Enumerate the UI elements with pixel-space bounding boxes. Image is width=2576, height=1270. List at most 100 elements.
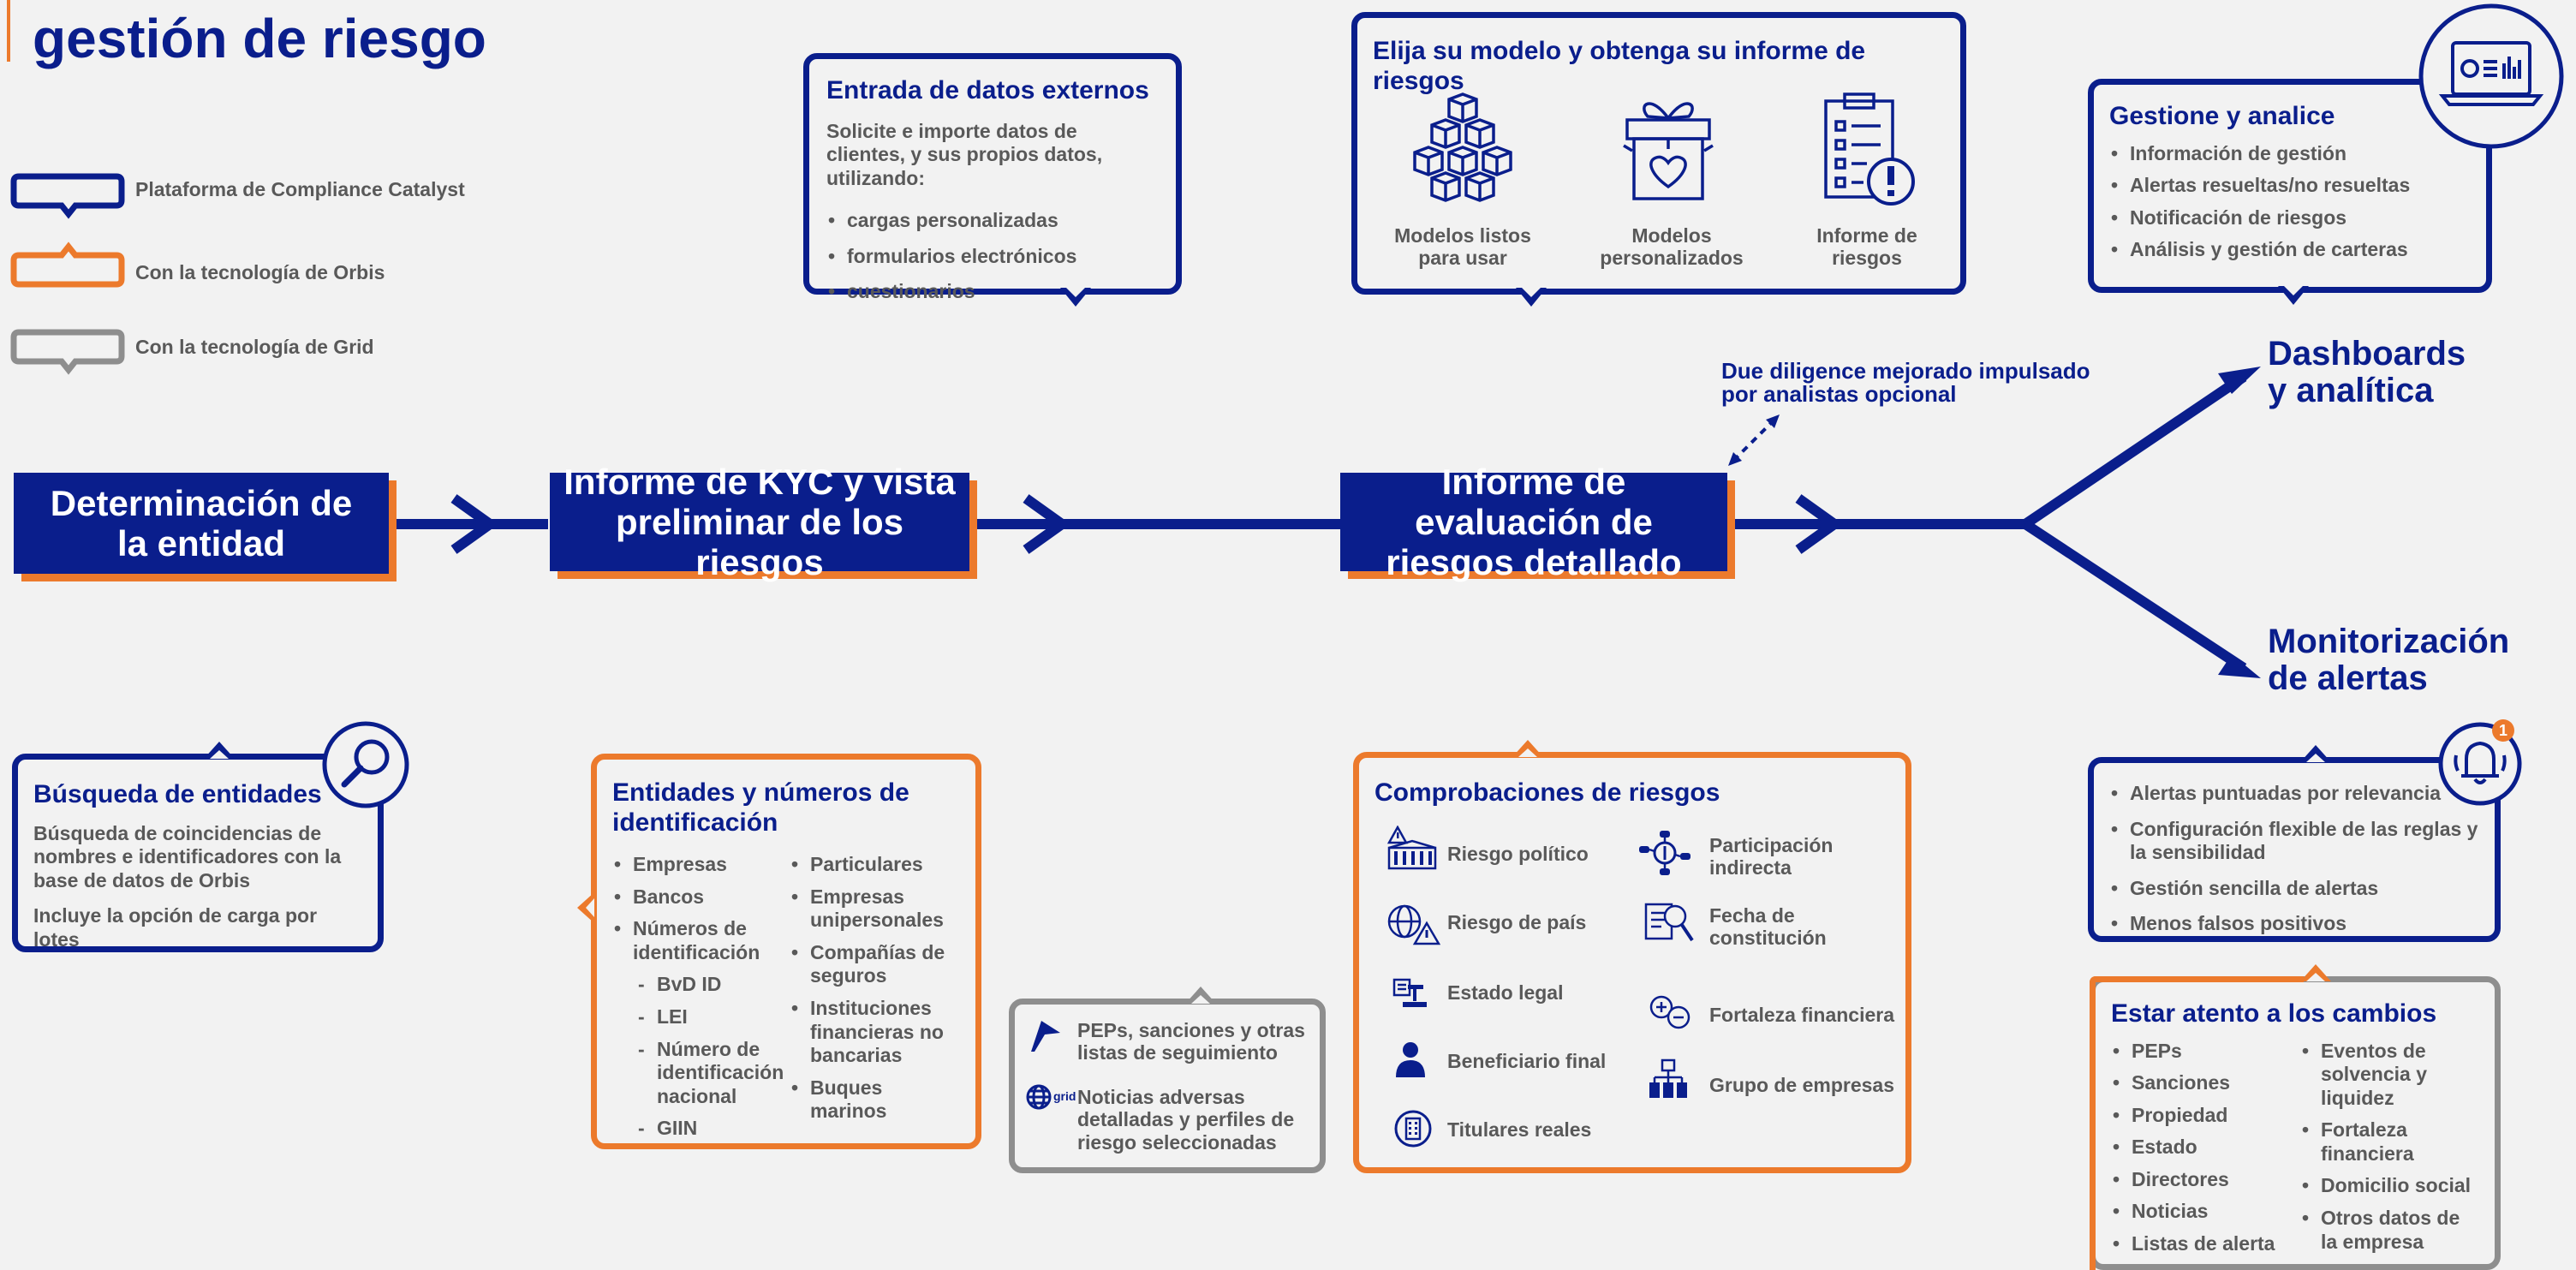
- changes-top-border-orange: [2090, 976, 2304, 982]
- list-item: Bancos: [612, 885, 790, 909]
- callout-pointer: [2300, 745, 2331, 762]
- list-item: Noticias: [2111, 1200, 2300, 1224]
- entities-title: Entidades y números de identificación: [612, 778, 909, 837]
- manage-list: Información de gestión Alertas resueltas…: [2109, 142, 2471, 262]
- grid-logo: grid: [1053, 1089, 1076, 1103]
- list-item: Empresas unipersonales: [790, 885, 960, 933]
- list-item: Directores: [2111, 1168, 2300, 1192]
- list-item: Listas de alerta: [2111, 1232, 2300, 1256]
- page-title: gestión de riesgo: [33, 8, 486, 69]
- list-item: Número de identificación nacional: [612, 1038, 790, 1109]
- callout-pointer: [2300, 964, 2331, 981]
- changes-callout: Estar atento a los cambios PEPs Sancione…: [2090, 976, 2501, 1270]
- gift-heart-icon: [1623, 102, 1714, 200]
- entity-search-title: Búsqueda de entidades: [33, 780, 322, 808]
- country-risk-icon: [1387, 904, 1440, 945]
- legend-label-orbis: Con la tecnología de Orbis: [135, 261, 385, 283]
- entities-list-left: Empresas Bancos Números de identificació…: [612, 853, 790, 1141]
- list-item: formularios electrónicos: [826, 245, 1159, 269]
- check-country-risk: Riesgo de país: [1447, 911, 1587, 933]
- legend-swatch-grid: [10, 329, 125, 375]
- alerts-list: Alertas puntuadas por relevancia Configu…: [2109, 782, 2479, 936]
- callout-pointer: [1512, 740, 1543, 757]
- list-item: Compañías de seguros: [790, 941, 960, 988]
- list-item: Alertas puntuadas por relevancia: [2109, 782, 2479, 806]
- entity-search-batch: Incluye la opción de carga por lotes: [33, 904, 318, 951]
- laptop-dashboard-icon: [2418, 3, 2564, 149]
- title-accent-bar: [7, 0, 10, 62]
- building-circle-icon: [1394, 1110, 1432, 1148]
- check-political-risk: Riesgo político: [1447, 843, 1589, 865]
- dashed-arrowhead-up: [1766, 414, 1780, 428]
- list-item: PEPs: [2111, 1040, 2300, 1064]
- callout-pointer: [204, 742, 235, 759]
- arrowhead-dashboards: [2218, 367, 2261, 394]
- list-item: BvD ID: [612, 973, 790, 997]
- external-data-callout: Entrada de datos externos Solicite e imp…: [803, 53, 1182, 304]
- changes-list-left: PEPs Sanciones Propiedad Estado Director…: [2111, 1040, 2300, 1256]
- clipboard-alert-icon: [1824, 92, 1915, 206]
- check-legal-status: Estado legal: [1447, 981, 1564, 1004]
- list-item: cuestionarios: [826, 280, 1159, 304]
- list-item: Buques marinos: [790, 1076, 960, 1124]
- list-item: Números de identificación: [612, 917, 790, 964]
- model-option-custom: Modelos personalizados: [1600, 224, 1744, 270]
- list-item: cargas personalizadas: [826, 209, 1159, 233]
- political-risk-icon: [1386, 826, 1437, 870]
- legend-label-grid: Con la tecnología de Grid: [135, 336, 374, 358]
- callout-pointer: [2278, 286, 2309, 305]
- arrowhead-alerts: [2218, 654, 2261, 678]
- stage-entity-determination: Determinación de la entidad: [14, 473, 389, 574]
- outcome-dashboards: Dashboards y analítica: [2268, 335, 2466, 410]
- plus-minus-icon: [1649, 995, 1690, 1029]
- check-company-group: Grupo de empresas: [1709, 1074, 1895, 1096]
- cubes-icon: [1413, 92, 1512, 202]
- list-item: Configuración flexible de las reglas y l…: [2109, 818, 2481, 865]
- check-indirect-participation: Participación indirecta: [1709, 834, 1834, 879]
- list-item: Otros datos de la empresa: [2300, 1207, 2479, 1254]
- changes-left-border-orange: [2090, 976, 2096, 1270]
- list-item: Empresas: [612, 853, 790, 877]
- list-item: GIIN: [612, 1117, 790, 1141]
- check-incorporation-date: Fecha de constitución: [1709, 904, 1827, 950]
- list-item: Domicilio social: [2300, 1174, 2479, 1198]
- dashed-arrowhead-down: [1728, 452, 1742, 466]
- check-beneficial-owner: Beneficiario final: [1447, 1050, 1607, 1072]
- list-item: Notificación de riesgos: [2109, 206, 2471, 230]
- list-item: Información de gestión: [2109, 142, 2471, 166]
- check-real-holders: Titulares reales: [1447, 1118, 1592, 1141]
- company-group-icon: [1649, 1058, 1687, 1098]
- flow-chevron-2: [1023, 494, 1071, 554]
- flow-chevron-1: [450, 494, 499, 554]
- entities-columns: Empresas Bancos Números de identificació…: [612, 853, 960, 1141]
- entities-callout: Entidades y números de identificación Em…: [591, 754, 981, 1149]
- risk-checks-callout: Comprobaciones de riesgos: [1353, 752, 1911, 1173]
- incorporation-date-icon: [1644, 903, 1694, 942]
- check-financial-strength: Fortaleza financiera: [1709, 1004, 1895, 1026]
- list-item: Estado: [2111, 1136, 2300, 1160]
- changes-columns: PEPs Sanciones Propiedad Estado Director…: [2111, 1040, 2479, 1256]
- entity-search-callout: Búsqueda de entidades Búsqueda de coinci…: [12, 754, 384, 952]
- due-diligence-note: Due diligence mejorado impulsado por ana…: [1721, 358, 2090, 408]
- magnifier-icon: [322, 721, 409, 808]
- manage-title: Gestione y analice: [2109, 102, 2335, 130]
- notification-badge: 1: [2492, 719, 2514, 742]
- grid-callout: [1009, 999, 1326, 1173]
- model-title: Elija su modelo y obtenga su informe de …: [1373, 37, 1866, 95]
- model-option-ready: Modelos listos para usar: [1394, 224, 1531, 270]
- list-item: Instituciones financieras no bancarias: [790, 997, 960, 1068]
- indirect-participation-icon: [1639, 831, 1690, 875]
- callout-pointer: [577, 892, 594, 923]
- external-data-title: Entrada de datos externos: [826, 76, 1149, 104]
- external-data-text: Solicite e importe datos de clientes, y …: [826, 119, 1103, 189]
- risk-checks-title: Comprobaciones de riesgos: [1374, 778, 1720, 807]
- callout-pointer: [1060, 288, 1091, 307]
- legal-status-icon: [1392, 978, 1427, 1007]
- legend-label-catalyst: Plataforma de Compliance Catalyst: [135, 178, 465, 200]
- alerts-callout: Alertas puntuadas por relevancia Configu…: [2088, 757, 2501, 942]
- list-item: Sanciones: [2111, 1071, 2300, 1095]
- person-icon: [1396, 1042, 1425, 1077]
- changes-list-right: Eventos de solvencia y liquidez Fortalez…: [2300, 1040, 2479, 1256]
- model-option-report: Informe de riesgos: [1816, 224, 1917, 270]
